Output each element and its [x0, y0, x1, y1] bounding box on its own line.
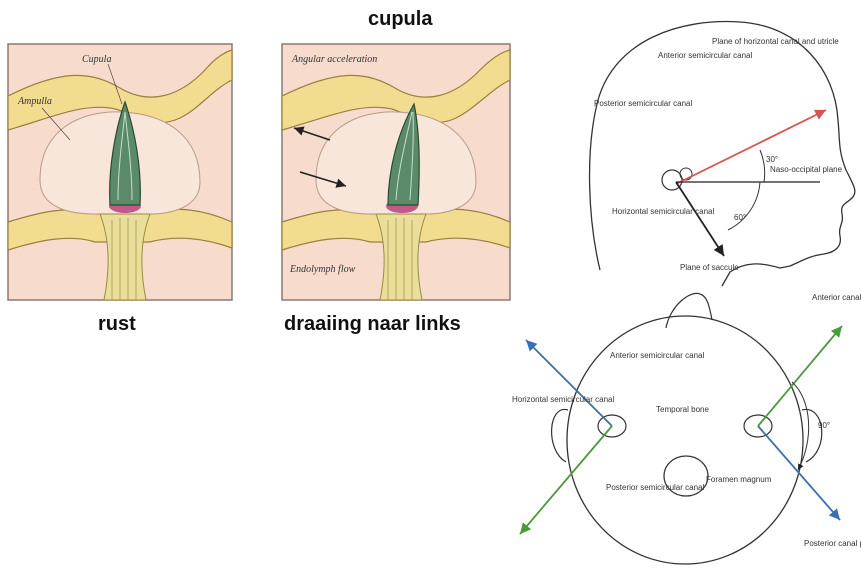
label-angular-acceleration: Angular acceleration: [291, 54, 377, 65]
label-posterior-top: Posterior semicircular canal: [606, 483, 704, 492]
label-horizontal-top: Horizontal semicircular canal: [512, 395, 614, 404]
panel-rest: Cupula Ampulla: [8, 44, 232, 300]
label-angle-60: 60°: [734, 213, 746, 222]
label-angle-30: 30°: [766, 155, 778, 164]
label-posterior-side: Posterior semicircular canal: [594, 99, 692, 108]
label-anterior-side: Anterior semicircular canal: [658, 51, 752, 60]
label-naso-occipital: Naso-occipital plane: [770, 165, 843, 174]
label-horizontal-side: Horizontal semicircular canal: [612, 207, 714, 216]
label-posterior-plane: Posterior canal plane: [804, 539, 861, 548]
panel-rotation: Angular acceleration Endolymph flow: [282, 44, 510, 300]
label-temporal-bone: Temporal bone: [656, 405, 709, 414]
posterior-plane-left: [526, 340, 612, 426]
label-angle-90: 90°: [818, 421, 830, 430]
label-plane-horizontal: Plane of horizontal canal and utricle: [712, 37, 839, 46]
label-ampulla: Ampulla: [17, 96, 52, 107]
label-foramen-magnum: Foramen magnum: [706, 475, 772, 484]
label-plane-saccule: Plane of saccule: [680, 263, 739, 272]
label-cupula: Cupula: [82, 54, 111, 65]
label-anterior-plane: Anterior canal plane: [812, 293, 861, 302]
head-side-view: Anterior semicircular canal Posterior se…: [590, 22, 855, 286]
plane-saccule-line: [676, 182, 724, 256]
label-anterior-top: Anterior semicircular canal: [610, 351, 704, 360]
head-top-view: Anterior semicircular canal Horizontal s…: [512, 293, 861, 564]
label-endolymph-flow: Endolymph flow: [289, 264, 356, 275]
anterior-plane-left: [520, 426, 612, 534]
posterior-plane-right: [758, 426, 840, 520]
